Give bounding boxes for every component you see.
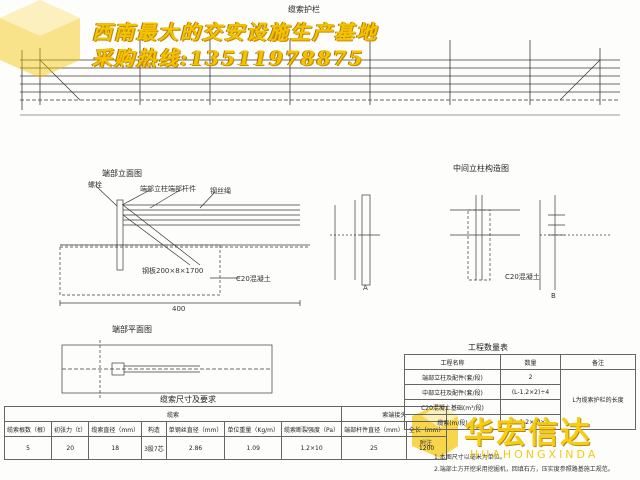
middle-post-title: 中间立柱构造图 xyxy=(453,164,509,173)
quantity-cell: (L-1.2×2)÷4 xyxy=(500,384,561,400)
quantity-remark: L为缆索护栏的长度 xyxy=(560,369,636,430)
quantity-title: 工程数量表 xyxy=(468,343,508,352)
label-mark-a: A xyxy=(363,284,368,292)
brand-logo-en: HUAHONGXINDA xyxy=(470,448,599,461)
note-2: 2.端部土方开挖采用挖掘机，回填石方，压实度参照路基施工规范。 xyxy=(434,466,614,473)
quantity-cell: 中部立柱及配件(套/段) xyxy=(403,384,502,400)
label-concrete-a: C20混凝土 xyxy=(236,275,271,283)
end-elevation-title: 端部立面图 xyxy=(102,169,142,178)
label-end-post: 端部立柱 xyxy=(140,185,168,193)
label-dim-bottom: 400 xyxy=(172,305,186,313)
cable-header: 端部杆件直径（mm） xyxy=(341,421,407,437)
label-mark-b: B xyxy=(551,292,556,300)
cable-header: 单位重量（Kg/m） xyxy=(224,421,283,437)
cable-cell: 1200 xyxy=(405,436,448,460)
cable-header: 单钢丝直径（mm） xyxy=(165,421,226,437)
label-end-anchor-rod: 端部杆件 xyxy=(168,185,196,193)
label-bolt: 螺栓 xyxy=(88,181,102,189)
quantity-cell: 2 xyxy=(500,369,561,385)
top-elevation xyxy=(20,40,620,116)
cable-cell: 18 xyxy=(88,436,143,460)
quantity-cell: 端部立柱及配件(套/段) xyxy=(403,369,502,385)
note-1: 1.本图尺寸以毫米为单位。 xyxy=(434,454,506,461)
quantity-header: 工程名称 xyxy=(403,354,502,370)
end-elevation-drawing xyxy=(59,185,310,306)
cable-spec-title: 缆索尺寸及要求 xyxy=(160,395,216,404)
watermark-line-1: 西南最大的交安设施生产基地 xyxy=(92,20,378,44)
top-title: 缆索护栏 xyxy=(288,5,320,14)
end-plan-drawing xyxy=(61,340,273,398)
watermark-logo-shape xyxy=(0,0,80,78)
cable-header: 缆索根数（根） xyxy=(3,421,53,437)
quantity-header: 备注 xyxy=(560,354,636,370)
cable-cell: 25 xyxy=(341,436,407,460)
quantity-header: 数量 xyxy=(500,354,561,370)
cable-cell: 2.86 xyxy=(165,436,226,460)
label-concrete-b: C20混凝土 xyxy=(505,273,540,281)
middle-post-drawing xyxy=(330,194,610,290)
quantity-cell: 缆索(m/段) xyxy=(403,414,502,430)
quantity-table: 工程名称 数量 备注 端部立柱及配件(套/段) 2 L为缆索护栏的长度 中部立柱… xyxy=(403,354,636,430)
cable-header: 初张力（t） xyxy=(51,421,90,437)
cable-cell: 1.2×10 xyxy=(281,436,343,460)
cable-header: 缆索断裂强度（Pa） xyxy=(281,421,343,437)
brand-logo-cn: 华宏信达 xyxy=(464,416,592,451)
watermark-line-2: 采购热线:13511978875 xyxy=(92,46,365,70)
cable-spec-table: 缆索 索端接头 缆索根数（根） 初张力（t） 缆索直径（mm） 构造 单钢丝直径… xyxy=(3,406,448,460)
end-plan-title: 端部平面图 xyxy=(112,325,152,334)
cable-cell: 1.09 xyxy=(224,436,283,460)
cable-group-header: 缆索 xyxy=(3,406,343,422)
notes-title: 附注 xyxy=(420,440,433,447)
label-plate: 钢板200×8×1700 xyxy=(142,267,204,275)
label-steel-cable: 钢丝绳 xyxy=(210,187,231,195)
cable-header: 缆索直径（mm） xyxy=(88,421,143,437)
cable-cell: 5 xyxy=(3,436,53,460)
cable-cell: 3股7芯 xyxy=(141,436,167,460)
cable-header: 构造 xyxy=(141,421,167,437)
cable-cell: 20 xyxy=(51,436,90,460)
quantity-cell: (L-1.2×2)×5 xyxy=(500,414,561,430)
